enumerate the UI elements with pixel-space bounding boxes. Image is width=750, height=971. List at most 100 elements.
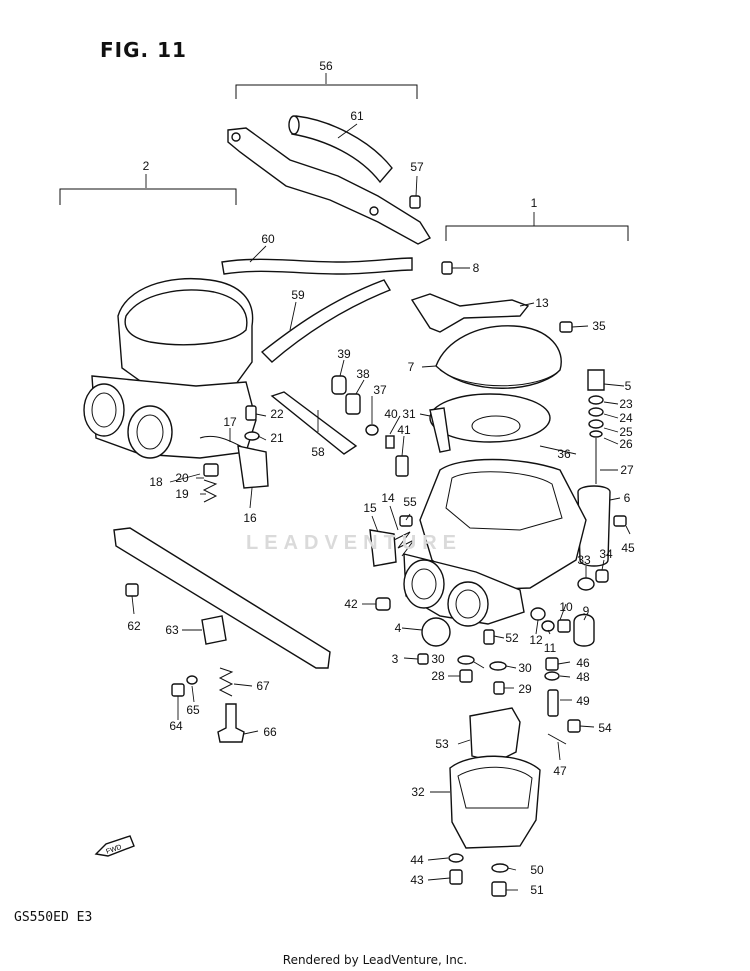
part-41-needle [395, 455, 409, 477]
part-53-float [469, 707, 521, 763]
part-60-hose [221, 257, 413, 275]
part-12-oring [530, 607, 546, 621]
label-50: 50 [530, 863, 544, 877]
label-53: 53 [435, 737, 449, 751]
label-21: 21 [270, 431, 284, 445]
left-carb-top-cover [124, 289, 248, 346]
part-23-washer [588, 395, 604, 405]
left-carb-bore-1 [83, 383, 125, 437]
bracket-2 [59, 188, 237, 205]
part-25-washer [588, 419, 604, 429]
label-19: 19 [175, 487, 189, 501]
part-20-screw [203, 463, 219, 477]
label-47: 47 [553, 764, 567, 778]
label-63: 63 [165, 623, 179, 637]
part-22-jet [245, 405, 257, 421]
part-59-hose [260, 279, 392, 363]
label-59: 59 [291, 288, 305, 302]
bracket-56 [235, 84, 418, 99]
part-4-throttle-plate [421, 617, 451, 647]
label-65: 65 [186, 703, 200, 717]
part-31-needle [429, 407, 451, 453]
left-carb-bore-2 [127, 405, 173, 459]
part-33-oring [577, 577, 595, 591]
label-27: 27 [620, 463, 634, 477]
label-37: 37 [373, 383, 387, 397]
part-50-washer [491, 863, 509, 873]
part-35-screw [559, 321, 573, 333]
part-61-hose [291, 115, 393, 184]
part-16-lever [237, 445, 269, 489]
label-14: 14 [381, 491, 395, 505]
label-55: 55 [403, 495, 417, 509]
part-40-needle [385, 435, 395, 449]
label-39: 39 [337, 347, 351, 361]
part-39-plug [331, 375, 347, 395]
label-43: 43 [410, 873, 424, 887]
label-10: 10 [559, 600, 573, 614]
label-4: 4 [395, 621, 402, 635]
label-7: 7 [408, 360, 415, 374]
label-36: 36 [557, 447, 571, 461]
label-11: 11 [544, 641, 557, 655]
label-28: 28 [431, 669, 445, 683]
label-8: 8 [473, 261, 480, 275]
label-12: 12 [529, 633, 543, 647]
part-46-jet [545, 657, 559, 671]
part-32-bowl-gasket [457, 766, 533, 809]
label-5: 5 [625, 379, 632, 393]
label-2: 2 [143, 159, 150, 173]
label-17: 17 [223, 415, 237, 429]
label-25: 25 [619, 425, 633, 439]
label-16: 16 [243, 511, 257, 525]
right-carb-bore-1-inner [411, 568, 437, 600]
part-65-washer [186, 675, 198, 685]
label-42: 42 [344, 597, 358, 611]
label-30-right: 30 [518, 661, 532, 675]
label-46: 46 [576, 656, 590, 670]
label-57: 57 [410, 160, 424, 174]
label-34: 34 [599, 547, 613, 561]
fwd-arrow-icon [94, 835, 135, 857]
part-21-washer [244, 431, 260, 441]
part-67-spring [218, 667, 234, 697]
part-56-hole [231, 132, 241, 142]
part-49-needle [547, 689, 559, 717]
part-58-shaft [270, 391, 358, 455]
part-62-screw [125, 583, 139, 597]
part-11-washer [541, 620, 555, 632]
label-20: 20 [175, 471, 189, 485]
label-40: 40 [384, 407, 398, 421]
label-31: 31 [402, 407, 416, 421]
part-52-jet [483, 629, 495, 645]
label-22: 22 [270, 407, 284, 421]
part-9-cap [573, 613, 595, 647]
label-35: 35 [592, 319, 606, 333]
label-61: 61 [350, 109, 364, 123]
part-13-plate [410, 293, 530, 333]
part-7-cap-rim [439, 369, 561, 387]
label-18: 18 [149, 475, 163, 489]
part-48-oring [544, 671, 560, 681]
part-5-nut [587, 369, 605, 391]
label-56: 56 [319, 59, 333, 73]
model-code: GS550ED E3 [14, 910, 93, 925]
label-66: 66 [263, 725, 277, 739]
part-24-washer [588, 407, 604, 417]
label-24: 24 [619, 411, 633, 425]
label-48: 48 [576, 670, 590, 684]
part-32-float-bowl [449, 755, 541, 849]
watermark: LEADVENTURE [246, 532, 463, 554]
right-carb-bore-2-inner [455, 589, 481, 619]
label-13: 13 [535, 296, 549, 310]
part-61-hose-end [288, 115, 300, 135]
label-64: 64 [169, 719, 183, 733]
part-55-screw [399, 515, 413, 527]
part-44-washer [448, 853, 464, 863]
footer-credit: Rendered by LeadVenture, Inc. [282, 953, 468, 967]
label-38: 38 [356, 367, 370, 381]
label-9: 9 [583, 604, 590, 618]
part-10-jet [557, 619, 571, 633]
label-60: 60 [261, 232, 275, 246]
